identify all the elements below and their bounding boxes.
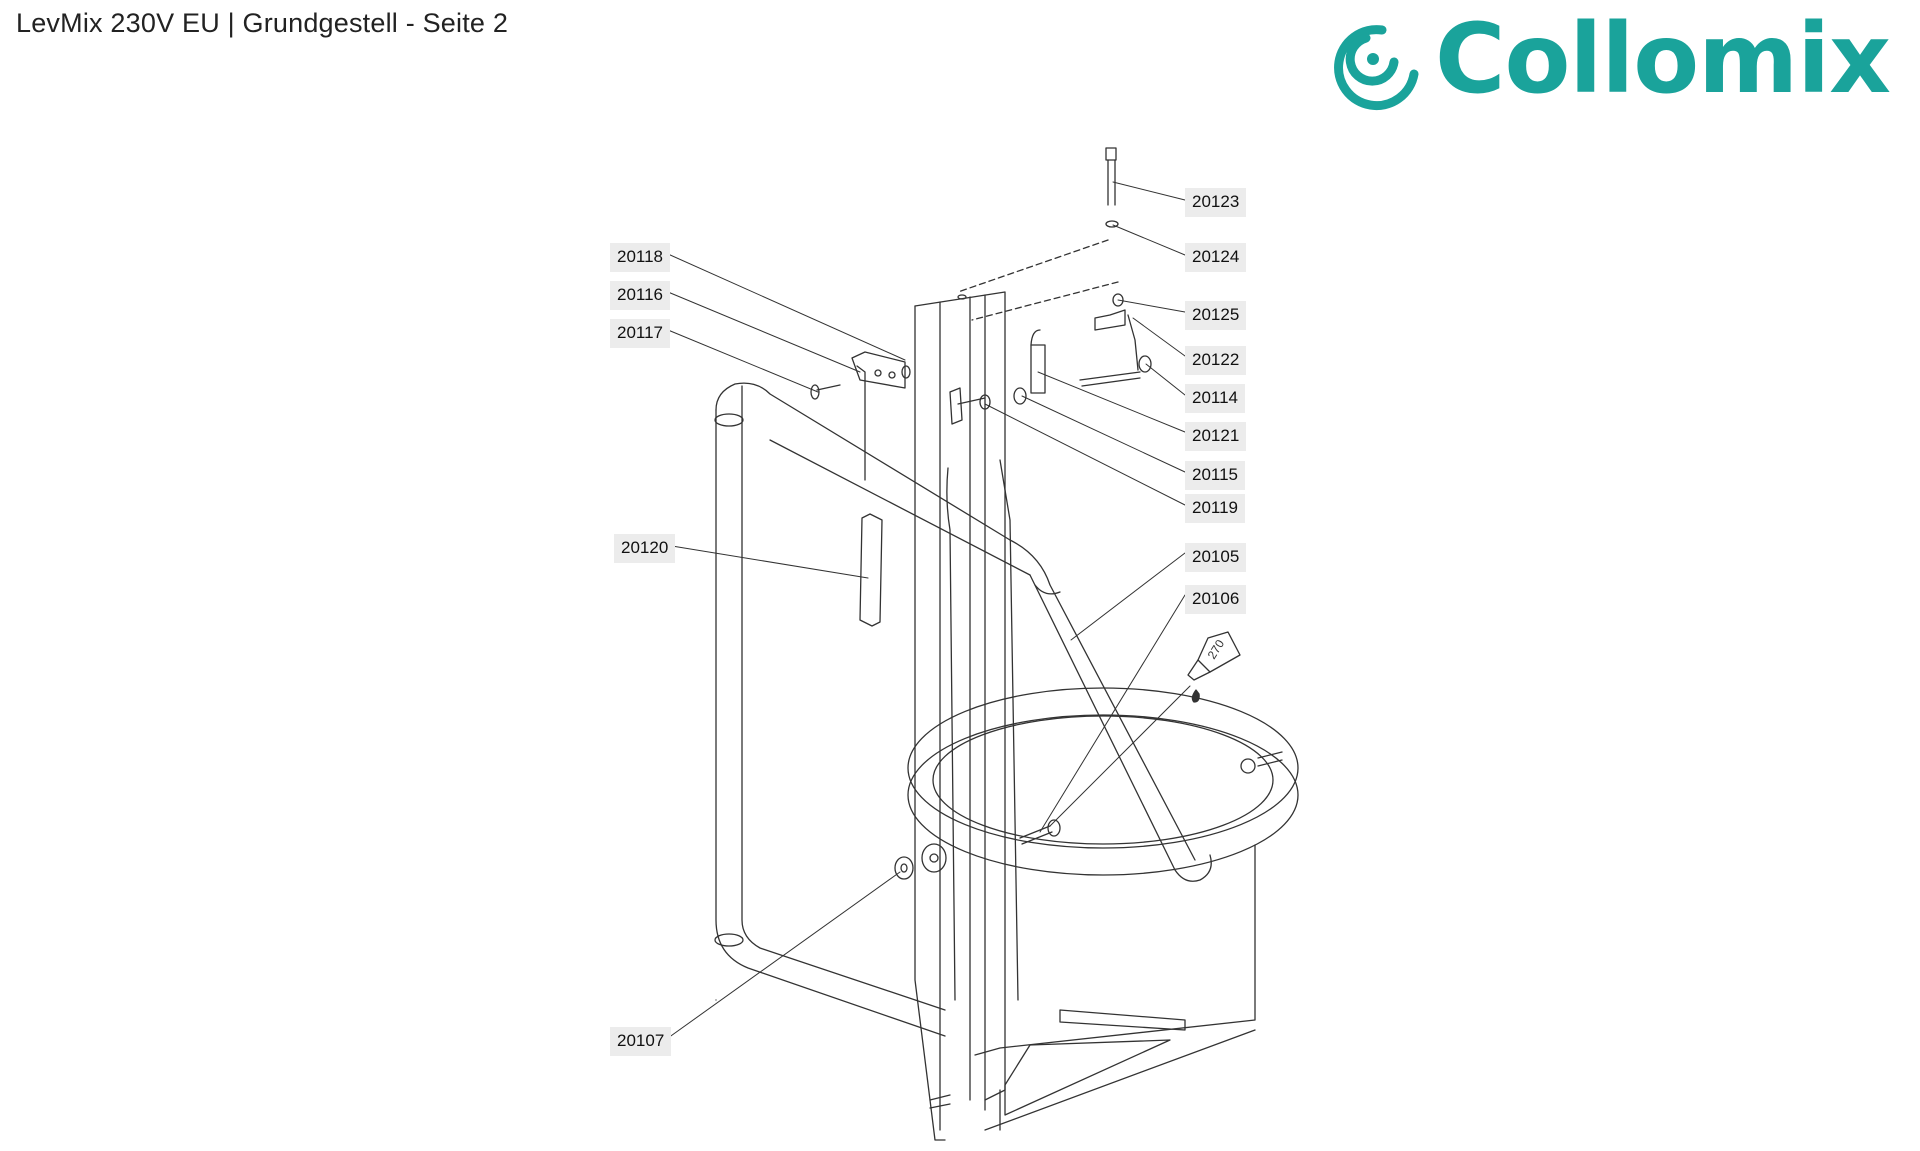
lever-bracket <box>810 351 911 400</box>
callout-20121: 20121 <box>1185 422 1247 451</box>
callout-20119: 20119 <box>1185 494 1246 523</box>
callout-20105: 20105 <box>1185 543 1247 572</box>
handle-bar <box>856 365 883 627</box>
callout-20123: 20123 <box>1185 188 1247 217</box>
ring-bolt <box>1019 819 1061 845</box>
callout-20117: 20117 <box>610 319 671 348</box>
collomix-logo: Collomix <box>1310 4 1910 114</box>
callout-20115: 20115 <box>1185 461 1246 490</box>
collomix-swirl-icon <box>1334 25 1419 111</box>
callout-20118: 20118 <box>610 243 671 272</box>
leader-lines <box>667 181 1191 1039</box>
callout-20114: 20114 <box>1185 384 1246 413</box>
adhesive-label: 270 <box>1205 637 1228 662</box>
tube-frame <box>714 382 1212 1037</box>
base-platform <box>929 844 1256 1131</box>
callout-20107: 20107 <box>610 1027 672 1056</box>
callout-20122: 20122 <box>1185 346 1247 375</box>
ring-clamp <box>907 687 1299 876</box>
assembly-guides <box>957 239 1119 321</box>
callout-20106: 20106 <box>1185 585 1247 614</box>
page-title: LevMix 230V EU | Grundgestell - Seite 2 <box>16 8 509 38</box>
thread-locker-bottle <box>1187 631 1241 703</box>
callout-20125: 20125 <box>1185 301 1247 330</box>
pivot-washer <box>894 843 947 880</box>
callout-20120: 20120 <box>614 534 676 563</box>
vertical-column <box>914 291 1019 1141</box>
callout-20124: 20124 <box>1185 243 1247 272</box>
callout-20116: 20116 <box>610 281 671 310</box>
top-bolt <box>1105 147 1119 228</box>
latch-parts <box>949 293 1152 425</box>
collomix-wordmark: Collomix <box>1435 3 1891 115</box>
